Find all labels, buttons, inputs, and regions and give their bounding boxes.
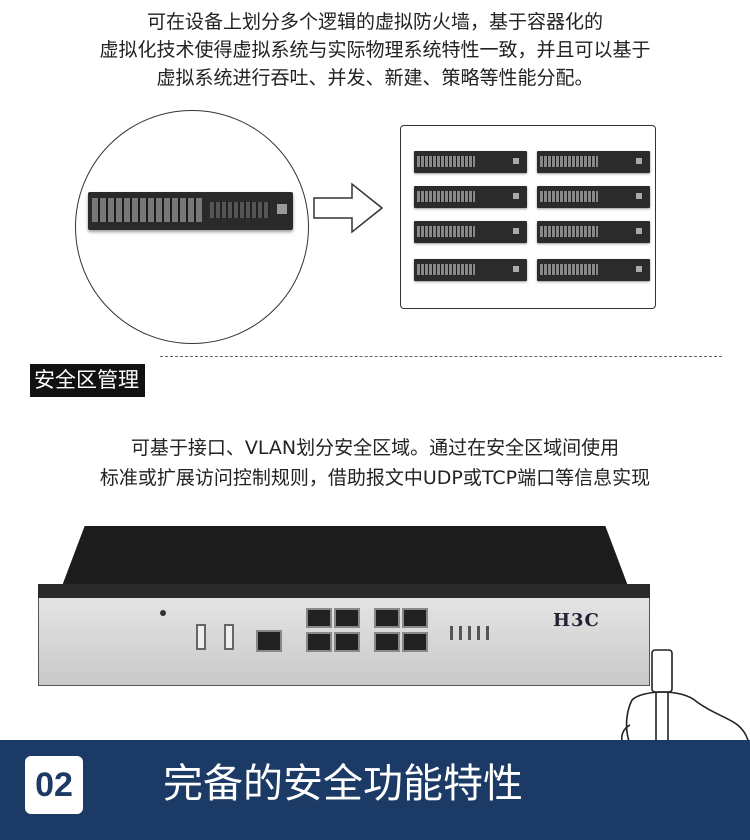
virtual-switch-image	[414, 221, 527, 243]
virtual-systems-box	[400, 125, 656, 309]
virtual-switch-image	[414, 186, 527, 208]
section-divider	[160, 356, 722, 357]
section-banner	[0, 740, 750, 840]
section-line: 可基于接口、VLAN划分安全区域。通过在安全区域间使用	[130, 437, 620, 459]
physical-switch-image	[88, 192, 293, 230]
intro-line: 虚拟化技术使得虚拟系统与实际物理系统特性一致，并且可以基于	[99, 39, 651, 61]
virtual-switch-image	[537, 221, 650, 243]
virtual-switch-image	[537, 259, 650, 281]
banner-title: 完备的安全功能特性	[163, 761, 523, 807]
virtual-switch-image	[414, 259, 527, 281]
virtual-switch-image	[537, 151, 650, 173]
firewall-device-image: H3C	[38, 526, 650, 686]
section-number-badge: 02	[25, 756, 83, 814]
section-line: 标准或扩展访问控制规则，借助报文中UDP或TCP端口等信息实现	[99, 467, 651, 489]
virtual-switch-image	[414, 151, 527, 173]
section-tag: 安全区管理	[30, 364, 145, 397]
brand-logo: H3C	[553, 610, 600, 631]
intro-line: 可在设备上划分多个逻辑的虚拟防火墙，基于容器化的	[146, 11, 603, 33]
section-text: 可基于接口、VLAN划分安全区域。通过在安全区域间使用 标准或扩展访问控制规则，…	[0, 433, 750, 493]
intro-text: 可在设备上划分多个逻辑的虚拟防火墙，基于容器化的 虚拟化技术使得虚拟系统与实际物…	[0, 8, 750, 92]
virtual-switch-image	[537, 186, 650, 208]
right-arrow-icon	[313, 182, 384, 234]
intro-line: 虚拟系统进行吞吐、并发、新建、策略等性能分配。	[156, 67, 594, 89]
